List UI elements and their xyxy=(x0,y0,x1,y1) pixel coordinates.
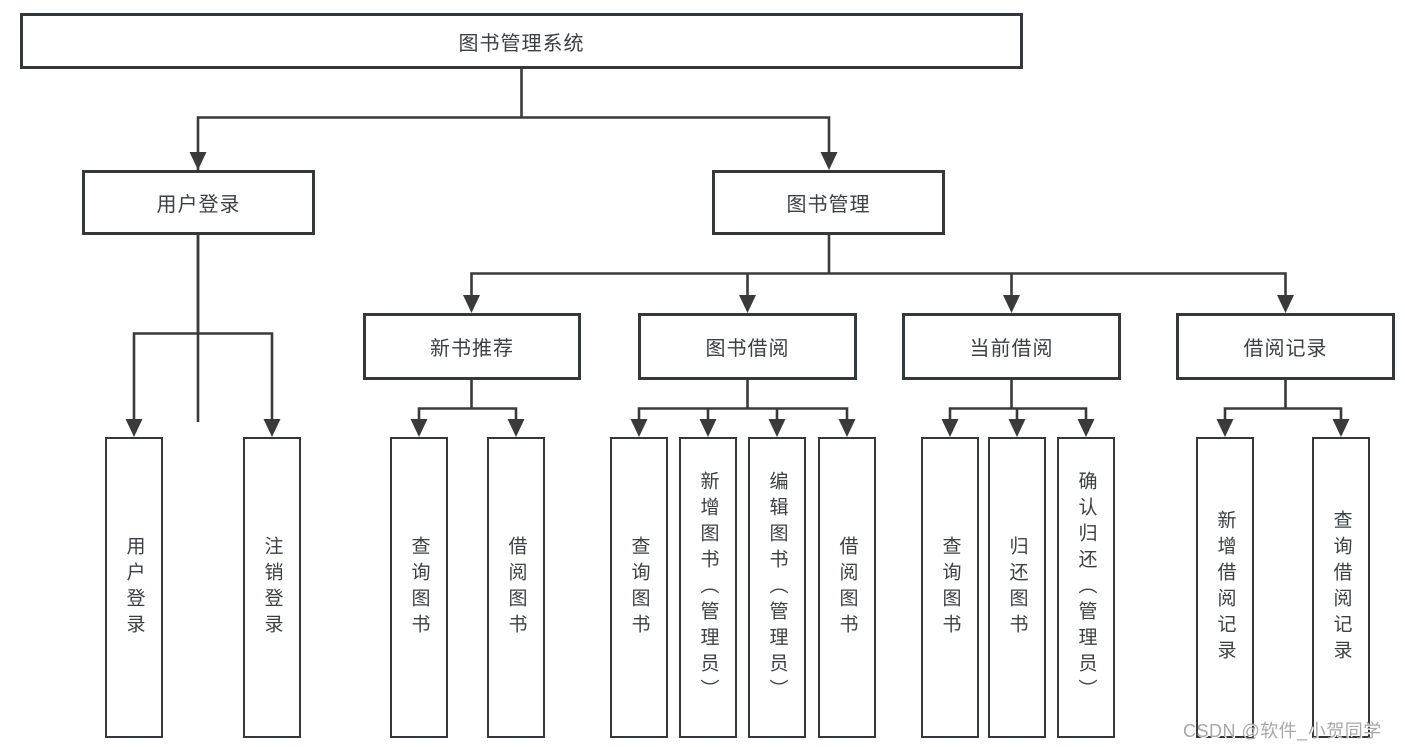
leaf-user-login: 用户登录 xyxy=(105,437,163,738)
node-new-book-recommend: 新书推荐 xyxy=(363,313,581,380)
leaf-query-borrow-record-label: 查询借阅记录 xyxy=(1330,509,1352,666)
leaf-add-book-admin: 新增图书（管理员） xyxy=(679,437,737,738)
arrowhead-icons xyxy=(125,152,1350,437)
leaf-query-book-2: 查询图书 xyxy=(610,437,668,738)
leaf-add-book-admin-label: 新增图书（管理员） xyxy=(697,470,719,705)
node-book-management-label: 图书管理 xyxy=(786,194,871,216)
node-borrow-record-label: 借阅记录 xyxy=(1243,338,1328,360)
leaf-borrow-book-1-label: 借阅图书 xyxy=(505,535,527,640)
leaf-return-book-label: 归还图书 xyxy=(1006,535,1028,640)
leaf-query-book-2-label: 查询图书 xyxy=(628,535,650,640)
leaf-user-login-label: 用户登录 xyxy=(123,535,145,640)
node-user-login: 用户登录 xyxy=(82,170,315,235)
leaf-logout-label: 注销登录 xyxy=(261,535,283,640)
node-root-label: 图书管理系统 xyxy=(458,32,585,55)
leaf-confirm-return-admin-label: 确认归还（管理员） xyxy=(1075,470,1097,705)
leaf-edit-book-admin: 编辑图书（管理员） xyxy=(748,437,806,738)
leaf-query-book-3-label: 查询图书 xyxy=(939,535,961,640)
csdn-watermark: CSDN @软件_小贺同学 xyxy=(1183,721,1382,741)
node-book-borrow: 图书借阅 xyxy=(638,313,857,380)
leaf-add-borrow-record: 新增借阅记录 xyxy=(1196,437,1254,738)
leaf-add-borrow-record-label: 新增借阅记录 xyxy=(1214,509,1236,666)
leaf-borrow-book-2-label: 借阅图书 xyxy=(836,535,858,640)
node-current-borrow: 当前借阅 xyxy=(902,313,1121,380)
leaf-query-borrow-record: 查询借阅记录 xyxy=(1312,437,1370,738)
node-book-management: 图书管理 xyxy=(712,170,945,235)
node-current-borrow-label: 当前借阅 xyxy=(969,338,1054,360)
leaf-borrow-book-1: 借阅图书 xyxy=(487,437,545,738)
node-user-login-label: 用户登录 xyxy=(156,194,241,216)
leaf-query-book-1: 查询图书 xyxy=(390,437,448,738)
leaf-return-book: 归还图书 xyxy=(988,437,1046,738)
leaf-query-book-3: 查询图书 xyxy=(921,437,979,738)
leaf-edit-book-admin-label: 编辑图书（管理员） xyxy=(766,470,788,705)
node-root-system: 图书管理系统 xyxy=(20,13,1023,69)
node-new-book-recommend-label: 新书推荐 xyxy=(430,338,514,360)
leaf-query-book-1-label: 查询图书 xyxy=(408,535,430,640)
node-borrow-record: 借阅记录 xyxy=(1176,313,1395,380)
leaf-borrow-book-2: 借阅图书 xyxy=(818,437,876,738)
leaf-confirm-return-admin: 确认归还（管理员） xyxy=(1057,437,1115,738)
node-book-borrow-label: 图书借阅 xyxy=(705,338,790,360)
leaf-logout: 注销登录 xyxy=(243,437,301,738)
